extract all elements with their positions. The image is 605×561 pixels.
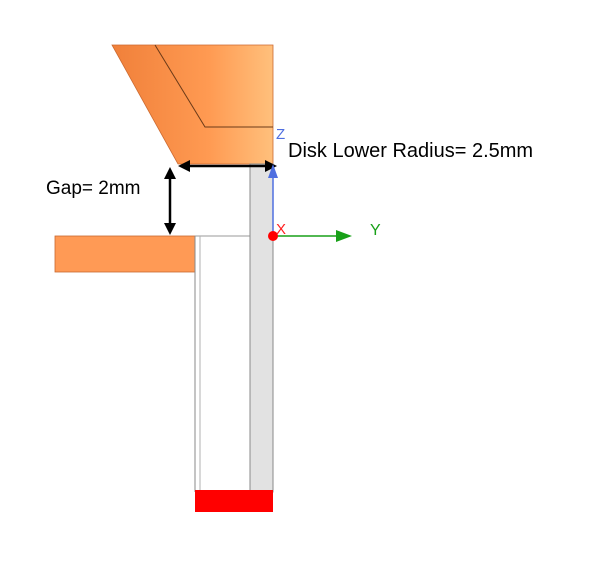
upper-disk <box>111 44 274 165</box>
gap-label: Gap= 2mm <box>46 178 141 199</box>
disk-radius-label: Disk Lower Radius= 2.5mm <box>288 140 533 162</box>
y-axis-arrow <box>336 230 352 242</box>
radius-arrow-right <box>265 160 277 172</box>
red-block <box>195 490 273 512</box>
axis-y-label: Y <box>370 222 381 239</box>
axis-z-label: Z <box>276 126 285 143</box>
gap-arrow-bottom <box>164 223 176 235</box>
origin-dot <box>268 231 278 241</box>
upper-disk-inner-edge <box>154 44 273 128</box>
gap-arrow-top <box>164 167 176 179</box>
radius-arrow-left <box>178 160 190 172</box>
shaft-gray <box>249 163 274 493</box>
z-axis-arrow <box>268 164 278 178</box>
axis-x-label: X <box>276 221 286 238</box>
left-plate <box>54 235 196 273</box>
